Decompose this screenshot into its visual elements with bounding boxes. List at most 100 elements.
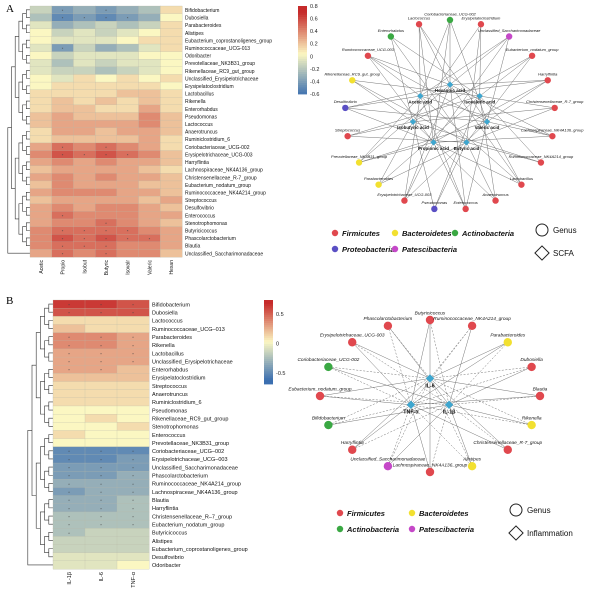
genus-node-label: Coriobacteriaceae_UCG-002 — [424, 11, 476, 16]
heatmap-cell — [51, 165, 74, 174]
row-label: Erysipelotrichaceae_UCG-003 — [185, 152, 253, 158]
network-edge — [429, 325, 473, 379]
dendrogram-branch — [26, 176, 30, 186]
heatmap-cell — [160, 81, 183, 91]
network-edge — [448, 342, 508, 405]
heatmap-cell — [138, 188, 161, 197]
heatmap-cell — [160, 21, 183, 30]
genus-node-label: Lachnospiraceae_NK4A136_group — [521, 127, 584, 132]
genus-node — [349, 77, 356, 84]
genus-node — [401, 197, 408, 204]
heatmap-cell — [116, 218, 139, 228]
significance-mark: * — [68, 531, 70, 536]
significance-mark: * — [105, 244, 107, 249]
significance-mark: * — [62, 46, 64, 51]
heatmap-cell — [73, 74, 96, 83]
color-scale-segment — [264, 316, 273, 320]
genus-node-label: Butyricicoccus — [415, 310, 446, 316]
heatmap-cell — [29, 66, 53, 75]
heatmap-cell — [29, 150, 53, 159]
heatmap-cell — [84, 373, 118, 382]
network-edge — [449, 395, 541, 406]
heatmap-cell — [29, 234, 53, 243]
row-label: Pseudomonas — [185, 114, 217, 120]
heatmap-cell — [116, 21, 139, 30]
row-label: Stenotrophomonas — [185, 221, 228, 227]
heatmap-cell — [52, 381, 86, 391]
color-scale-segment — [298, 47, 307, 51]
genus-node — [431, 205, 438, 213]
heatmap-cell — [84, 324, 118, 334]
heatmap-cell — [160, 43, 183, 53]
heatmap-cell — [29, 203, 53, 212]
heatmap-cell — [73, 142, 96, 151]
column-label: Butyric — [104, 260, 110, 276]
heatmap-cell — [116, 188, 139, 197]
heatmap-cell — [52, 430, 86, 440]
color-scale-segment — [264, 337, 273, 341]
hub-node-label: Propionic acid — [418, 146, 449, 151]
dendrogram-branch — [26, 24, 30, 33]
row-label: Bifidobacterium — [185, 8, 219, 14]
network-edge — [352, 404, 450, 450]
dendrogram-branch — [48, 336, 53, 346]
heatmap-cell — [95, 127, 118, 136]
color-scale-segment — [298, 12, 307, 16]
genus-node — [355, 159, 363, 166]
heatmap-cell — [95, 51, 118, 60]
heatmap-cell — [116, 552, 150, 562]
network-edge — [390, 36, 414, 122]
heatmap-cell — [95, 104, 118, 113]
significance-mark: * — [105, 153, 107, 158]
heatmap-cell — [116, 324, 150, 334]
color-scale-segment — [264, 365, 273, 368]
dendrogram-branch — [26, 85, 30, 94]
heatmap-cell — [29, 142, 53, 151]
network-edge — [347, 121, 414, 137]
significance-mark: * — [84, 236, 86, 241]
row-label: Eubacterium_nodatum_group — [185, 183, 251, 189]
heatmap-cell — [116, 104, 139, 113]
row-label: Lachnospiraceae_NK4A136_group — [185, 168, 263, 174]
column-label: Isobut — [82, 259, 88, 273]
significance-mark: * — [100, 335, 102, 340]
heatmap-cell — [116, 438, 150, 448]
heatmap-cell — [51, 173, 74, 182]
heatmap-cell — [116, 97, 139, 106]
legend-label: Firmicutes — [347, 509, 385, 518]
significance-mark: * — [68, 514, 70, 519]
heatmap-cell — [95, 180, 118, 189]
color-scale-segment — [264, 342, 273, 345]
network-edge — [486, 121, 522, 185]
heatmap-cell — [29, 112, 53, 121]
heatmap-cell — [116, 316, 150, 325]
network-edge — [410, 342, 508, 406]
network-edge — [358, 95, 421, 163]
heatmap-cell — [138, 5, 161, 15]
network-edge — [479, 96, 496, 201]
heatmap-cell — [29, 13, 53, 22]
significance-mark: * — [62, 153, 64, 158]
network-edge — [433, 80, 548, 143]
color-scale-segment — [298, 80, 307, 84]
column-label: IL-1β — [67, 572, 73, 585]
color-scale-segment — [298, 52, 307, 55]
dendrogram-branch — [48, 434, 53, 443]
genus-node-label: Desulfovibrio — [334, 99, 358, 104]
heatmap-cell — [116, 196, 139, 205]
row-label: Phascolarctobacterium — [185, 236, 236, 242]
network-edge — [328, 366, 431, 379]
significance-mark: * — [100, 490, 102, 495]
genus-node-label: Unclassified_Saccharimonadaceae — [350, 457, 425, 463]
heatmap-cell — [160, 112, 183, 121]
heatmap-cell — [73, 104, 96, 113]
row-label: Lactococcus — [152, 319, 183, 325]
significance-mark: * — [68, 360, 70, 365]
color-scale-segment — [264, 358, 273, 362]
column-label: Valeric — [147, 260, 153, 275]
heatmap-cell — [29, 226, 53, 235]
dendrogram-branch — [27, 430, 53, 566]
genus-node — [387, 33, 395, 40]
legend-swatch — [336, 509, 344, 517]
heatmap-cell — [84, 389, 118, 399]
